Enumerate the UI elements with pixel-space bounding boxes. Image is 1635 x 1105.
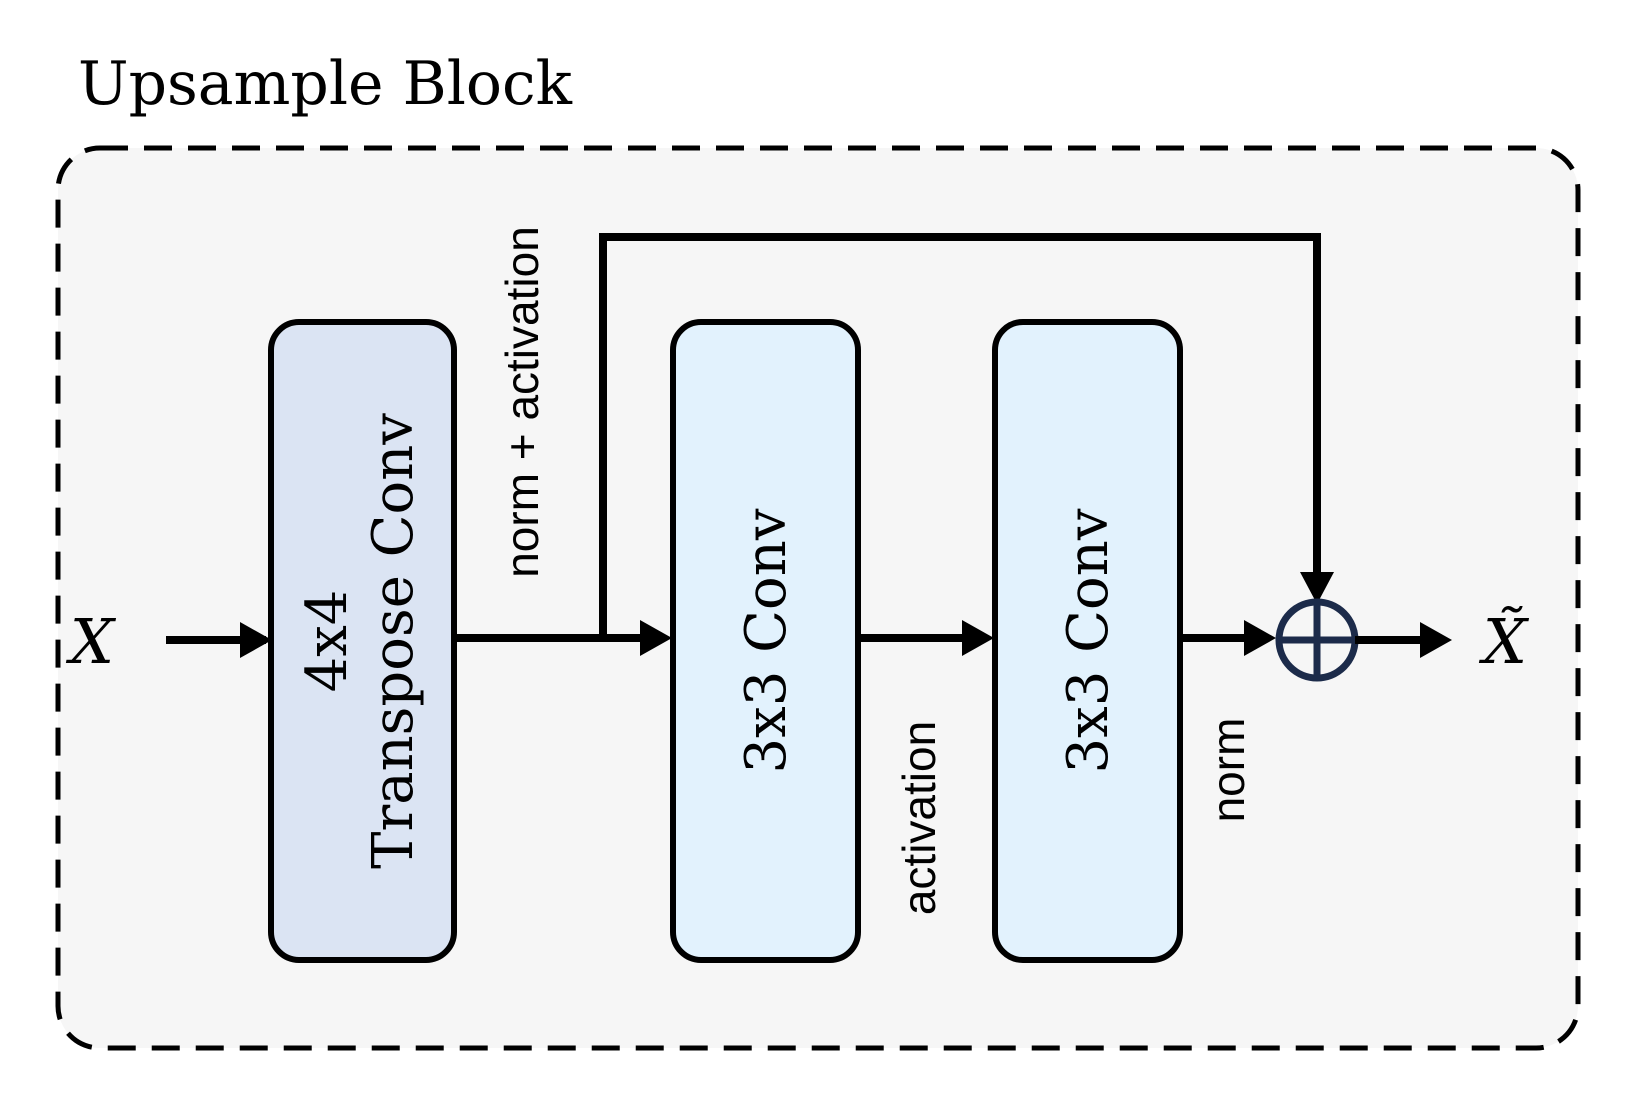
conv3x3-block-1-label: 3x3 Conv (734, 508, 799, 773)
conv1-to-conv2-head (962, 620, 994, 656)
input-label: X (66, 605, 117, 678)
conv3x3-block-2-label: 3x3 Conv (1056, 508, 1121, 773)
activation-label: activation (893, 721, 945, 915)
skip-connection-arrow-head (1300, 572, 1334, 604)
transpose-conv-type-label: Transpose Conv (361, 413, 426, 869)
skip-connection-line (599, 233, 1321, 638)
transpose-conv-size-label: 4x4 (295, 590, 360, 693)
diagram-title: Upsample Block (78, 49, 573, 119)
norm-label: norm (1202, 718, 1254, 823)
output-arrow-head (1420, 622, 1452, 658)
transpose-to-conv1-head (640, 620, 672, 656)
conv2-to-adder-head (1244, 620, 1276, 656)
norm-activation-label: norm + activation (496, 226, 548, 578)
output-label: X̃ (1479, 605, 1530, 678)
input-arrow-head (240, 622, 272, 658)
circled-plus-icon (1275, 598, 1359, 682)
